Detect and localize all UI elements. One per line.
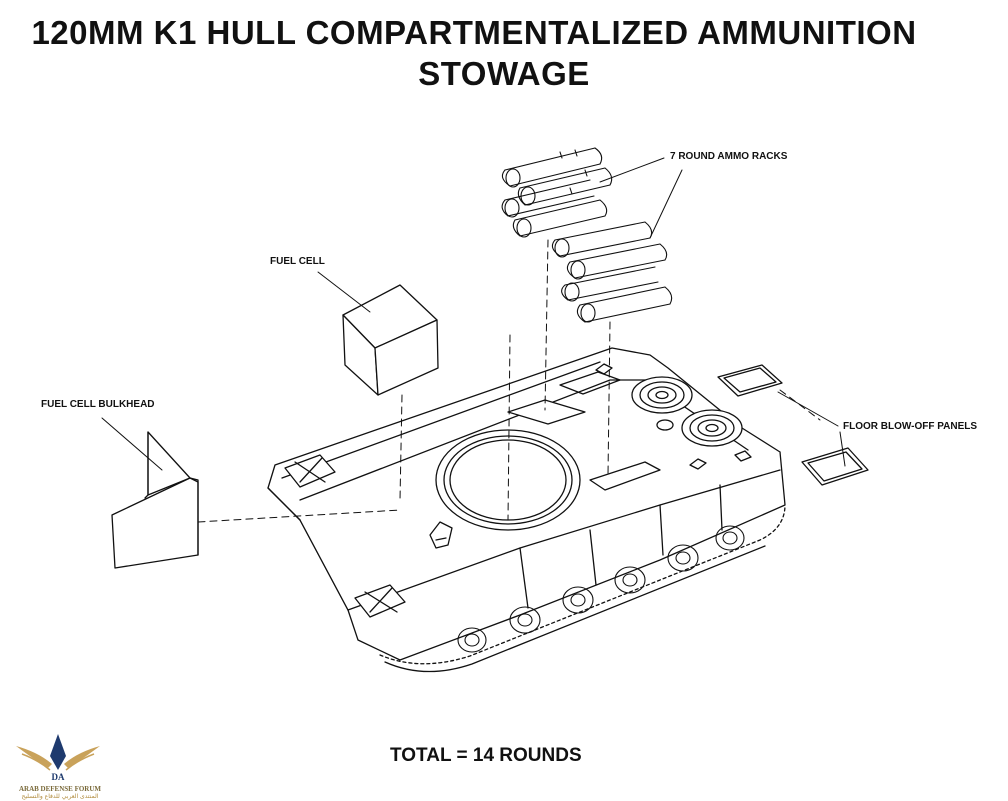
diagram-title-line-1: 120MM K1 HULL COMPARTMENTALIZED AMMUNITI… bbox=[31, 14, 917, 51]
fuel-cell-box bbox=[342, 284, 439, 396]
arab-defense-forum-watermark: DA ARAB DEFENSE FORUM المنتدى العربي للد… bbox=[8, 728, 108, 800]
leader-lines bbox=[101, 157, 846, 471]
fuel-cell-bulkhead bbox=[111, 431, 199, 569]
watermark-name: ARAB DEFENSE FORUM bbox=[18, 785, 102, 793]
logo-letters: DA bbox=[52, 772, 65, 782]
ammo-rack-lower bbox=[551, 221, 673, 323]
label-floor-blowoff-panels: FLOOR BLOW-OFF PANELS bbox=[843, 421, 978, 432]
ammo-rack-upper bbox=[501, 147, 613, 238]
watermark-arabic: المنتدى العربي للدفاع والتسليح bbox=[21, 793, 99, 800]
diagram-title-line-2: STOWAGE bbox=[418, 55, 590, 92]
label-fuel-cell-bulkhead: FUEL CELL BULKHEAD bbox=[41, 399, 155, 410]
tank-hull bbox=[267, 347, 786, 673]
floor-blowoff-panel-lower bbox=[801, 447, 869, 486]
floor-blowoff-panel-upper bbox=[717, 364, 783, 397]
assembly-dashed-lines bbox=[197, 239, 821, 523]
label-fuel-cell: FUEL CELL bbox=[270, 256, 325, 267]
total-rounds-text: TOTAL = 14 ROUNDS bbox=[390, 745, 582, 766]
forum-logo-icon: DA bbox=[16, 734, 100, 782]
label-ammo-racks: 7 ROUND AMMO RACKS bbox=[670, 151, 788, 162]
